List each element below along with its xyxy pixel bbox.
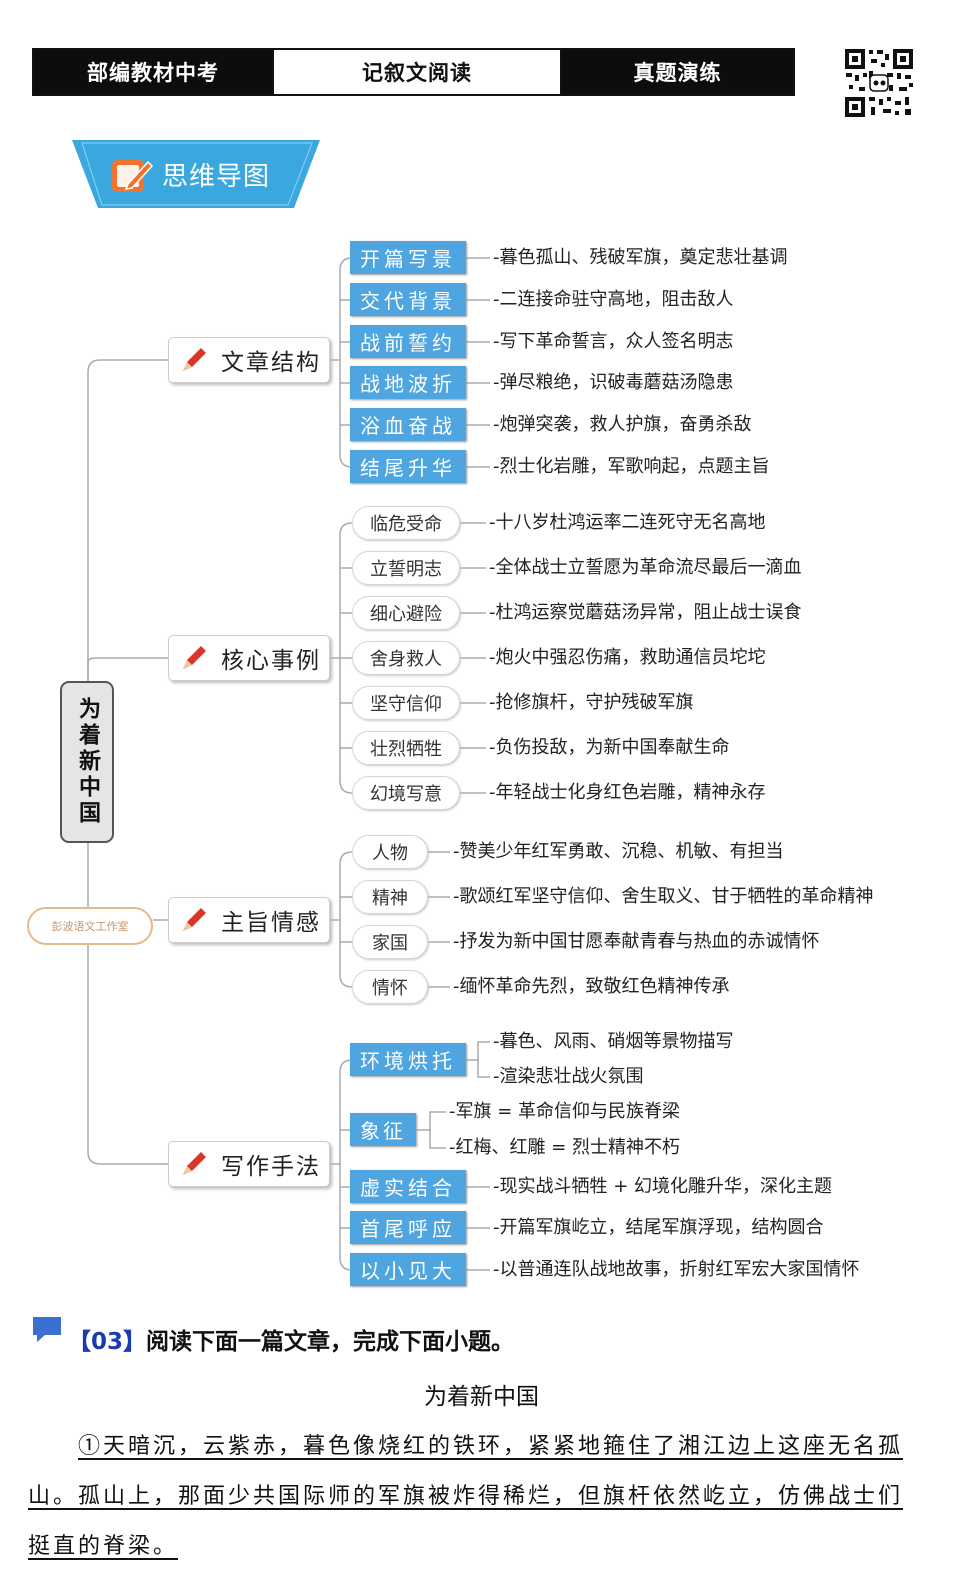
structure-tag: 交代背景	[350, 283, 466, 316]
branch-label: 核心事例	[221, 648, 321, 674]
event-tag: 幻境写意	[352, 776, 460, 810]
technique-leaf: -渲染悲壮战火氛围	[493, 1066, 644, 1087]
technique-leaf: -以普通连队战地故事，折射红军宏大家国情怀	[493, 1259, 860, 1280]
event-tag: 细心避险	[352, 596, 460, 630]
structure-leaf: -弹尽粮绝，识破毒蘑菇汤隐患	[493, 372, 734, 393]
header-topic: 记叙文阅读	[272, 50, 562, 94]
event-leaf: -十八岁杜鸿运率二连死守无名高地	[489, 512, 766, 533]
event-tag: 立誓明志	[352, 551, 460, 585]
technique-leaf: -军旗 = 革命信仰与民族脊梁	[449, 1101, 681, 1122]
structure-leaf: -烈士化岩雕，军歌响起，点题主旨	[493, 456, 770, 477]
speech-bubble-icon	[33, 1317, 61, 1342]
technique-tag: 以小见大	[350, 1253, 466, 1286]
event-tag: 临危受命	[352, 506, 460, 540]
structure-tag: 开篇写景	[350, 241, 466, 274]
pencil-icon	[183, 908, 206, 931]
technique-leaf: -开篇军旗屹立，结尾军旗浮现，结构圆合	[493, 1217, 824, 1238]
question-prompt: 【03】阅读下面一篇文章，完成下面小题。	[68, 1322, 514, 1356]
question-text: 阅读下面一篇文章，完成下面小题。	[146, 1329, 515, 1355]
theme-tag: 情怀	[352, 970, 428, 1004]
event-leaf: -炮火中强忍伤痛，救助通信员坨坨	[489, 647, 766, 668]
theme-leaf: -缅怀革命先烈，致敬红色精神传承	[453, 976, 730, 997]
event-tag: 坚守信仰	[352, 686, 460, 720]
pencil-icon	[183, 1152, 206, 1175]
event-leaf: -抢修旗杆，守护残破军旗	[489, 692, 694, 713]
article-line: 挺直的脊梁。	[28, 1534, 179, 1559]
theme-tag: 精神	[352, 880, 428, 914]
structure-leaf: -炮弹突袭，救人护旗，奋勇杀敌	[493, 414, 752, 435]
branch-label: 写作手法	[221, 1154, 321, 1180]
technique-tag: 象征	[350, 1113, 416, 1146]
notebook-icon	[112, 160, 154, 192]
technique-tag: 首尾呼应	[350, 1211, 466, 1244]
pencil-icon	[183, 348, 206, 371]
pencil-icon	[183, 646, 206, 669]
theme-leaf: -歌颂红军坚守信仰、舍生取义、甘于牺牲的革命精神	[453, 886, 874, 907]
technique-leaf: -暮色、风雨、硝烟等景物描写	[493, 1031, 734, 1052]
event-leaf: -年轻战士化身红色岩雕，精神永存	[489, 782, 766, 803]
qr-code-icon[interactable]	[843, 47, 915, 119]
technique-tag: 虚实结合	[350, 1170, 466, 1203]
structure-tag: 战前誓约	[350, 325, 466, 358]
theme-leaf: -赞美少年红军勇敢、沉稳、机敏、有担当	[453, 841, 784, 862]
structure-leaf: -写下革命誓言，众人签名明志	[493, 331, 734, 352]
article-line: ①天暗沉，云紫赤，暮色像烧红的铁环，紧紧地箍住了湘江边上这座无名孤	[78, 1434, 904, 1459]
structure-tag: 结尾升华	[350, 450, 466, 483]
branch-theme: 主旨情感	[168, 897, 330, 943]
mindmap-connectors	[87, 257, 490, 1271]
theme-leaf: -抒发为新中国甘愿奉献青春与热血的赤诚情怀	[453, 931, 820, 952]
structure-leaf: -暮色孤山、残破军旗，奠定悲壮基调	[493, 247, 788, 268]
technique-leaf: -现实战斗牺牲 + 幻境化雕升华，深化主题	[493, 1176, 833, 1197]
article-title: 为着新中国	[424, 1384, 539, 1410]
branch-label: 主旨情感	[221, 910, 321, 936]
theme-tag: 家国	[352, 925, 428, 959]
header-bar: 部编教材中考 记叙文阅读 真题演练	[32, 48, 795, 96]
event-leaf: -全体战士立誓愿为革命流尽最后一滴血	[489, 557, 802, 578]
article-line: 山。孤山上，那面少共国际师的军旗被炸得稀烂，但旗杆依然屹立，仿佛战士们	[28, 1484, 904, 1509]
theme-tag: 人物	[352, 835, 428, 869]
studio-badge: 彭波语文工作室	[27, 907, 153, 945]
mindmap-title: 思维导图	[162, 162, 271, 192]
technique-tag: 环境烘托	[350, 1043, 466, 1076]
event-tag: 壮烈牺牲	[352, 731, 460, 765]
header-section: 真题演练	[562, 50, 793, 94]
question-number: 【03】	[68, 1329, 147, 1355]
event-leaf: -杜鸿运察觉蘑菇汤异常，阻止战士误食	[489, 602, 802, 623]
technique-leaf: -红梅、红雕 = 烈士精神不朽	[449, 1137, 681, 1158]
branch-technique: 写作手法	[168, 1141, 330, 1187]
header-series: 部编教材中考	[34, 50, 272, 94]
branch-events: 核心事例	[168, 635, 330, 681]
branch-structure: 文章结构	[168, 337, 330, 383]
structure-tag: 浴血奋战	[350, 408, 466, 441]
event-tag: 舍身救人	[352, 641, 460, 675]
structure-tag: 战地波折	[350, 366, 466, 399]
mindmap-root: 为着新中国	[60, 681, 114, 843]
event-leaf: -负伤投敌，为新中国奉献生命	[489, 737, 730, 758]
structure-leaf: -二连接命驻守高地，阻击敌人	[493, 289, 734, 310]
branch-label: 文章结构	[221, 350, 321, 376]
